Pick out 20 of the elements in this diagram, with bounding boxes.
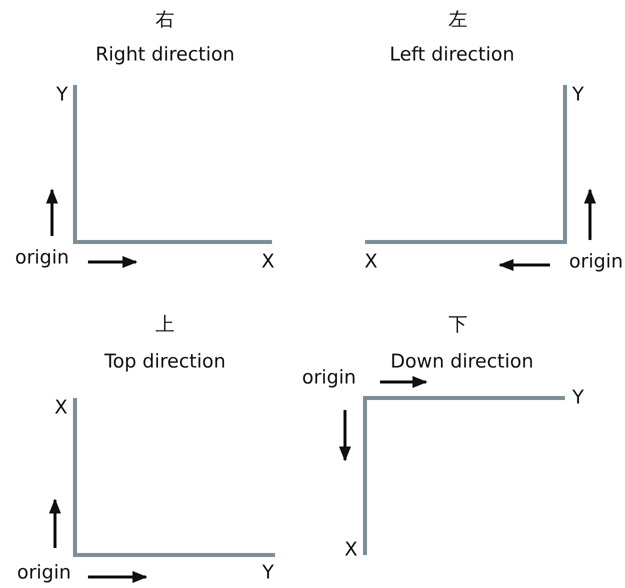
origin-label: origin xyxy=(16,562,72,584)
axis-label: Y xyxy=(56,84,68,106)
origin-label: origin xyxy=(302,368,356,388)
origin-label: origin xyxy=(14,248,70,268)
origin-label: origin xyxy=(568,252,624,272)
axis-label: Y xyxy=(262,562,274,584)
panel-title: 上 xyxy=(156,314,174,336)
panel-subtitle: Down direction xyxy=(390,352,534,372)
axis-label: Y xyxy=(572,84,584,106)
axis-label: X xyxy=(364,252,378,272)
panel-subtitle: Right direction xyxy=(95,44,235,66)
panel-title: 右 xyxy=(156,10,174,30)
axis-label: Y xyxy=(572,388,584,408)
axis-label: X xyxy=(344,540,358,560)
axis-label: X xyxy=(54,398,68,418)
axis-label: X xyxy=(261,252,275,272)
panel-subtitle: Left direction xyxy=(389,44,515,66)
panel-title: 下 xyxy=(448,314,468,336)
panel-title: 左 xyxy=(448,10,468,30)
panel-subtitle: Top direction xyxy=(104,352,226,372)
